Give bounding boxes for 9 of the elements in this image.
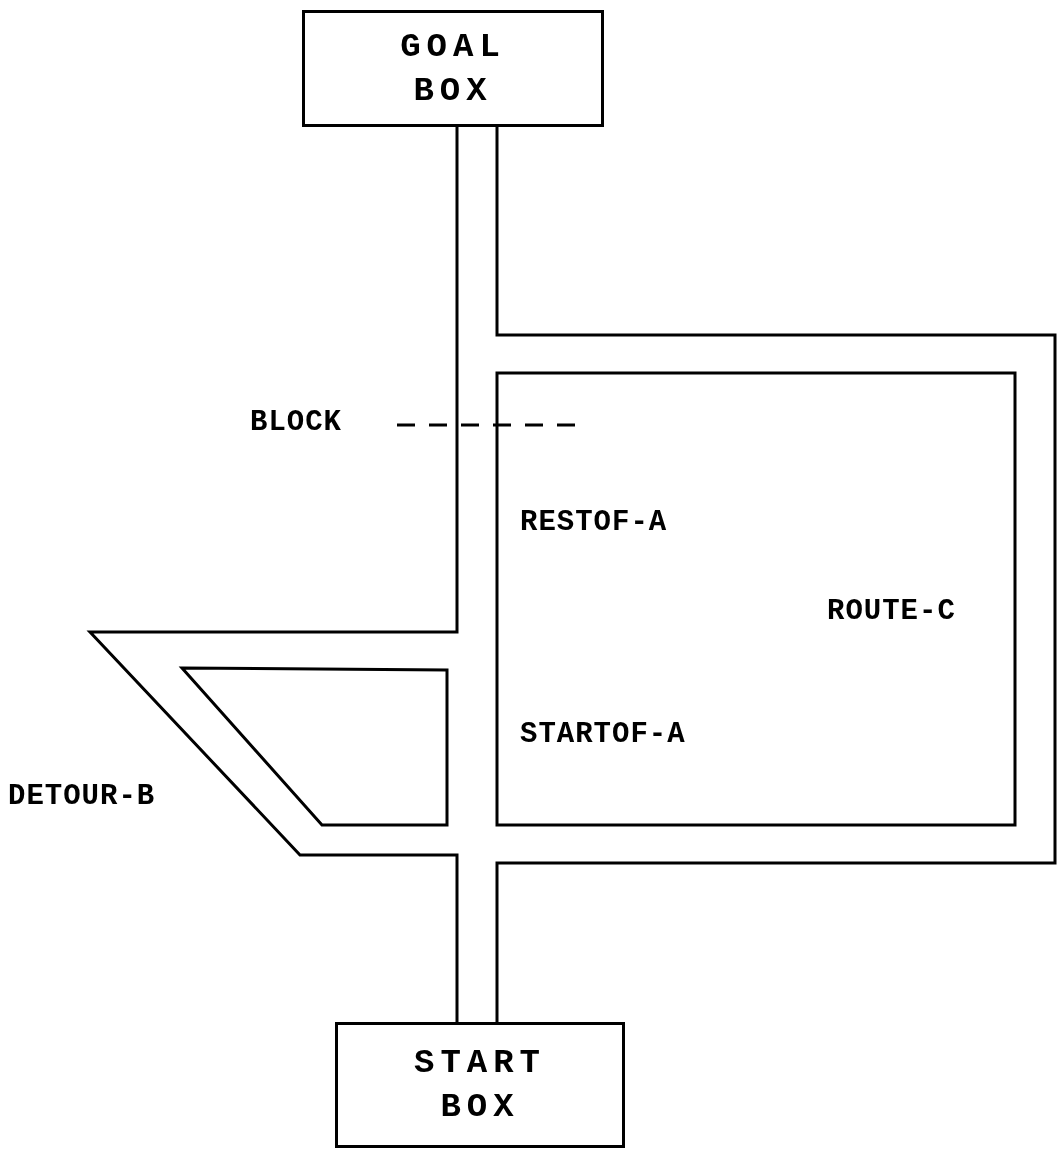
- maze-label: RESTOF-A: [520, 505, 668, 541]
- chamber-box: [302, 10, 604, 127]
- chamber-box: [335, 1022, 625, 1148]
- maze-label: BLOCK: [250, 405, 342, 441]
- maze-label: DETOUR-B: [8, 779, 156, 815]
- chamber-label: START BOX: [413, 1043, 547, 1128]
- maze-label: STARTOF-A: [520, 717, 686, 753]
- chamber-label: GOAL BOX: [399, 26, 507, 112]
- maze-label: ROUTE-C: [827, 594, 956, 630]
